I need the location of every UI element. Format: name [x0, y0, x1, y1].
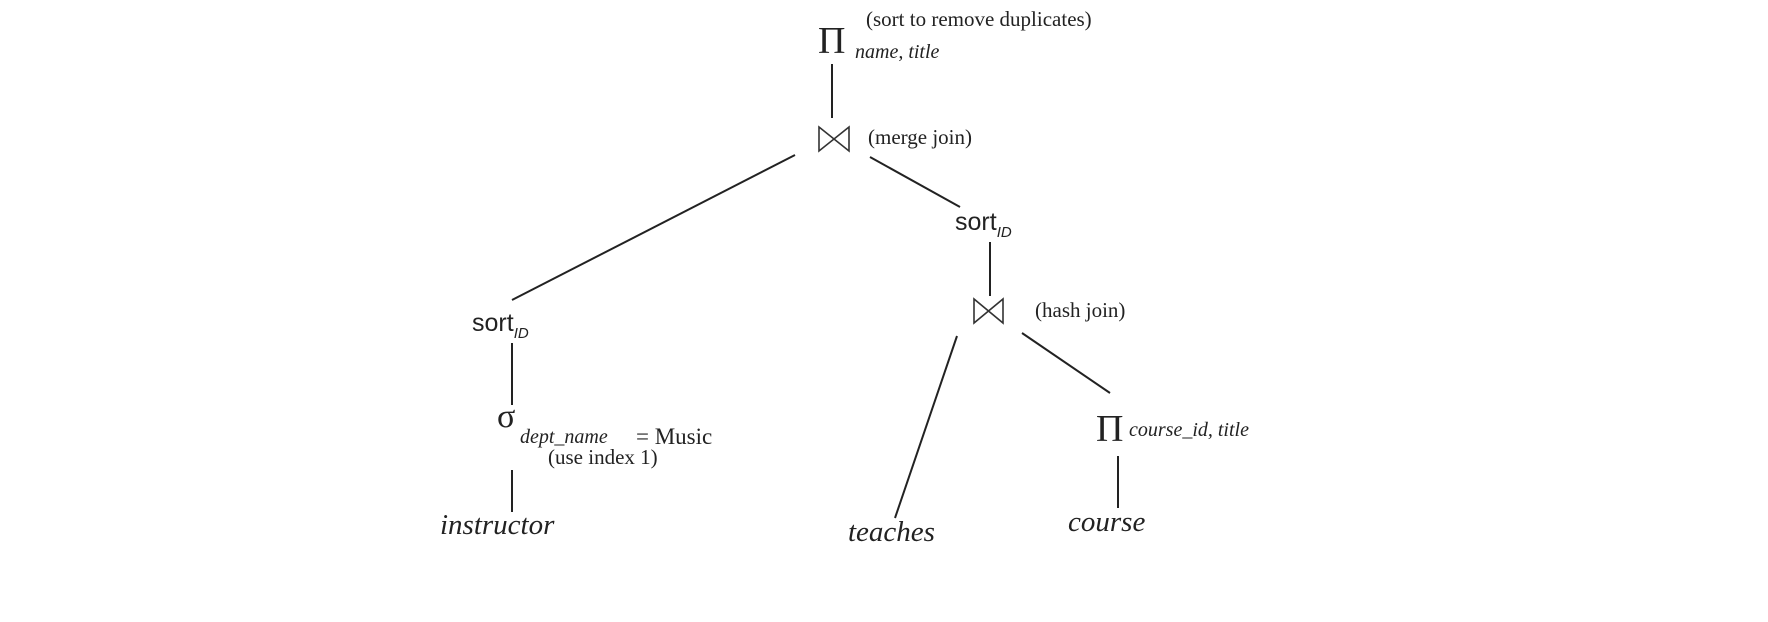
- sort-subscript: ID: [513, 325, 529, 342]
- course-projection-subscript: course_id, title: [1129, 419, 1249, 441]
- sort-right: sortID: [955, 208, 1012, 241]
- sort-left: sortID: [472, 309, 529, 342]
- edge-hash-teaches: [894, 335, 958, 519]
- root-projection-subscript: name, title: [855, 41, 940, 63]
- selection-condition: = Music: [636, 424, 713, 449]
- selection-note: (use index 1): [548, 445, 658, 469]
- hash-join-note: (hash join): [1035, 298, 1126, 322]
- selection-subscript: dept_name: [520, 426, 608, 448]
- sort-label: sort: [472, 309, 514, 337]
- sort-subscript: ID: [996, 224, 1012, 241]
- leaf-teaches: teaches: [848, 516, 935, 548]
- edge-merge-sortright: [869, 156, 961, 208]
- leaf-course: course: [1068, 506, 1146, 538]
- leaf-instructor: instructor: [440, 509, 555, 541]
- edge-hash-project: [1021, 332, 1111, 394]
- projection-symbol: Π: [1096, 408, 1124, 450]
- projection-symbol: Π: [818, 20, 846, 62]
- merge-join-icon: [818, 125, 850, 153]
- merge-join-note: (merge join): [868, 125, 972, 149]
- selection-symbol: σ: [497, 398, 516, 435]
- root-note: (sort to remove duplicates): [866, 7, 1092, 31]
- edge-merge-sortleft: [511, 154, 796, 301]
- hash-join-icon: [973, 297, 1004, 325]
- sort-label: sort: [955, 208, 997, 236]
